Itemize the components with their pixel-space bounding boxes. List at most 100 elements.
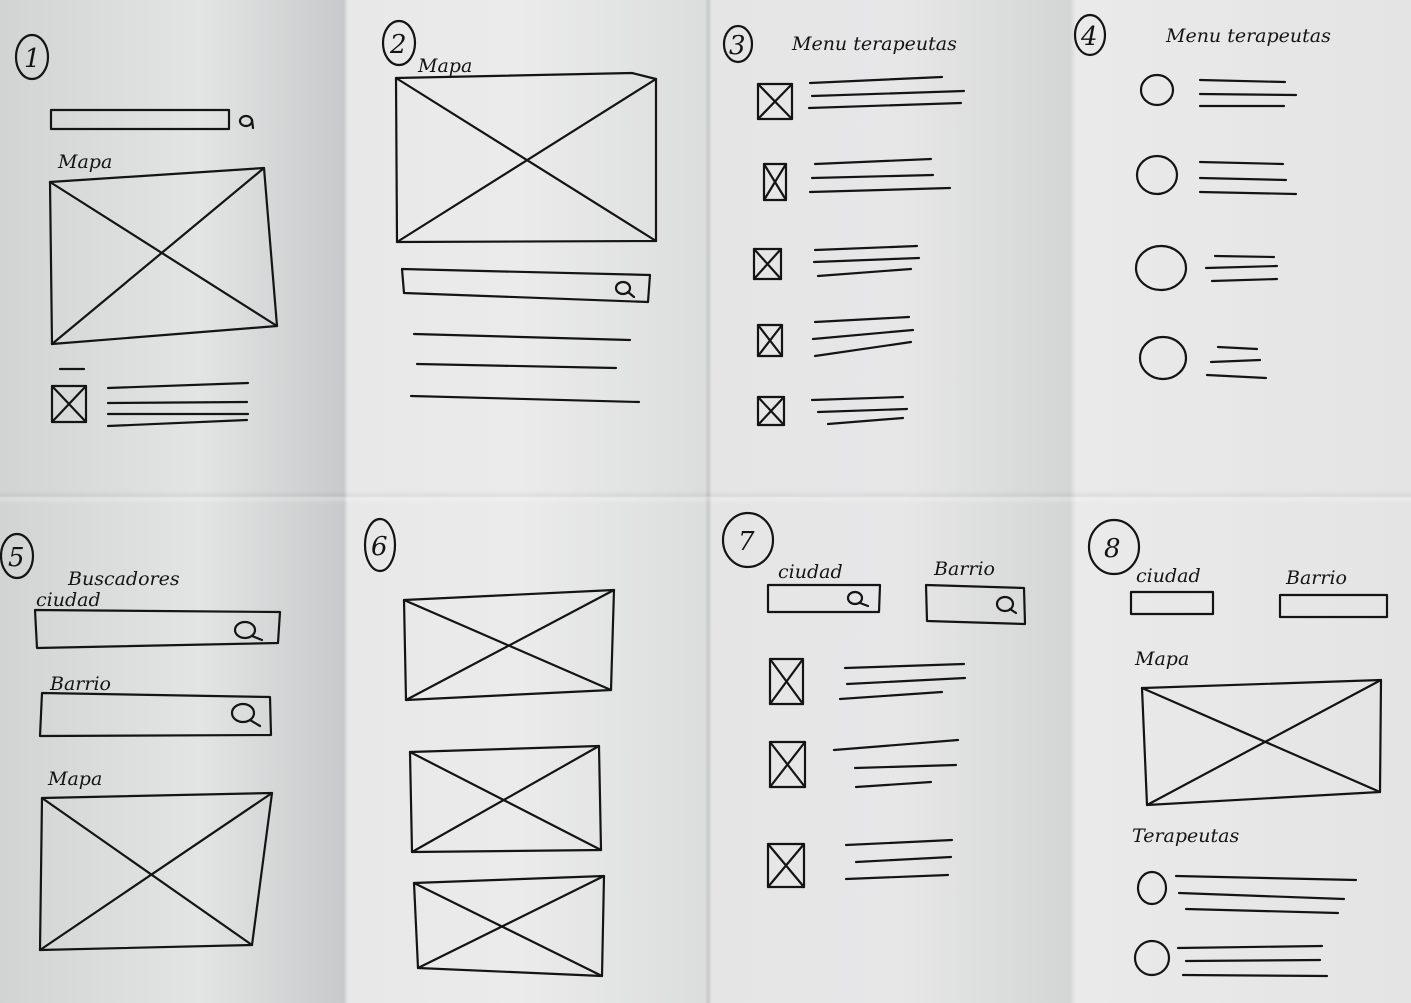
panel-8: 8 ciudad Barrio Mapa Terapeutas [1087, 518, 1389, 978]
search-input[interactable] [49, 108, 231, 131]
panel-number-circle [1087, 518, 1141, 576]
panel-number-circle [363, 517, 397, 573]
text-lines-icon [1204, 254, 1279, 283]
panel-number-circle [1073, 13, 1107, 57]
image-placeholder-icon [762, 162, 788, 202]
list-item[interactable] [768, 657, 967, 706]
city-search-bar[interactable] [33, 608, 282, 650]
image-placeholder-icon [50, 384, 88, 424]
search-icon[interactable] [238, 114, 255, 130]
list-item[interactable] [752, 244, 921, 281]
image-placeholder-icon [756, 395, 786, 427]
panel-number-circle [0, 532, 35, 580]
panel-number: 6 [371, 532, 388, 562]
panel-number: 2 [389, 30, 407, 60]
map-placeholder [1140, 678, 1383, 807]
map-placeholder [394, 71, 658, 244]
city-search-input[interactable] [1129, 590, 1215, 616]
list-item[interactable] [1139, 73, 1298, 108]
text-lines-icon [844, 838, 954, 881]
list-item[interactable] [766, 838, 954, 889]
neighborhood-label: Barrio [1285, 567, 1347, 589]
list-item[interactable] [1135, 154, 1298, 196]
neighborhood-search-input[interactable] [924, 583, 1027, 626]
panel-3: 3 Menu terapeutas [722, 24, 966, 427]
city-label: ciudad [1136, 565, 1201, 587]
city-search-input[interactable] [33, 608, 282, 650]
search-icon[interactable] [995, 595, 1018, 615]
panel-6: 6 [363, 517, 616, 978]
radio-circle-icon[interactable] [1135, 154, 1179, 196]
list-item[interactable] [1138, 335, 1268, 381]
map-label: Mapa [417, 55, 472, 77]
list-item[interactable] [756, 395, 909, 427]
radio-circle-icon[interactable] [1134, 244, 1188, 292]
radio-circle-icon[interactable] [1136, 870, 1168, 906]
radio-circle-icon[interactable] [1133, 939, 1171, 977]
panel-number-circle [14, 33, 50, 81]
map-label: Mapa [47, 768, 102, 790]
search-icon[interactable] [614, 280, 636, 299]
radio-circle-icon[interactable] [1139, 73, 1175, 107]
list-item[interactable] [50, 381, 250, 428]
search-bar[interactable] [400, 267, 652, 304]
therapists-label: Terapeutas [1132, 825, 1239, 847]
panel-1: 1 Mapa [14, 33, 279, 428]
list-item[interactable] [1133, 939, 1329, 978]
panel-7: 7 ciudad Barrio [721, 511, 1027, 889]
neighborhood-label: Barrio [933, 558, 995, 580]
panel-number: 3 [729, 31, 746, 61]
image-placeholder-icon [752, 247, 783, 281]
list-item[interactable] [756, 315, 915, 358]
text-lines-icon [807, 75, 966, 110]
city-search-bar[interactable] [766, 583, 882, 614]
panel-number-circle [721, 511, 775, 569]
text-lines-icon [838, 662, 967, 701]
menu-title: Menu terapeutas [791, 33, 957, 55]
image-placeholder-icon [766, 842, 806, 889]
search-input[interactable] [400, 267, 652, 304]
map-label: Mapa [1134, 648, 1189, 670]
text-lines-icon [810, 395, 909, 426]
text-lines-icon [812, 244, 921, 278]
panel-number: 4 [1080, 22, 1098, 52]
list-item[interactable] [756, 75, 966, 121]
image-placeholder [408, 744, 603, 854]
menu-title: Menu terapeutas [1165, 25, 1331, 47]
list-item[interactable] [768, 738, 960, 789]
city-search-input[interactable] [766, 583, 882, 614]
map-placeholder [38, 791, 274, 952]
list-item[interactable] [1134, 244, 1279, 292]
panel-number: 1 [24, 44, 41, 74]
panel-2: 2 Mapa [381, 19, 658, 404]
panel-number: 7 [738, 527, 755, 557]
panel-number: 5 [8, 543, 25, 573]
neighborhood-search-input[interactable] [38, 691, 273, 738]
map-placeholder [48, 166, 279, 346]
panel-number-circle [381, 19, 417, 67]
image-placeholder [402, 588, 616, 702]
radio-circle-icon[interactable] [1138, 335, 1188, 381]
map-label: Mapa [57, 151, 112, 173]
list-item[interactable] [762, 157, 952, 202]
list-item[interactable] [1136, 870, 1358, 915]
text-lines-icon [106, 381, 250, 428]
neighborhood-search-bar[interactable] [924, 583, 1027, 626]
image-placeholder-icon [756, 323, 784, 358]
search-icon[interactable] [846, 590, 870, 608]
city-label: ciudad [778, 561, 843, 583]
text-lines-icon [1176, 944, 1329, 978]
text-lines-icon [409, 332, 641, 404]
text-lines-icon [808, 157, 952, 194]
search-icon[interactable] [233, 620, 264, 642]
image-placeholder-icon [756, 82, 794, 121]
neighborhood-search-bar[interactable] [38, 691, 273, 738]
search-bar[interactable] [49, 108, 255, 131]
neighborhood-label: Barrio [49, 673, 111, 695]
search-icon[interactable] [230, 702, 262, 728]
text-lines-icon [832, 738, 960, 789]
neighborhood-search-input[interactable] [1278, 593, 1389, 619]
text-lines-icon [1174, 874, 1358, 915]
panel-5: 5 Buscadores ciudad Barrio Mapa [0, 532, 282, 952]
